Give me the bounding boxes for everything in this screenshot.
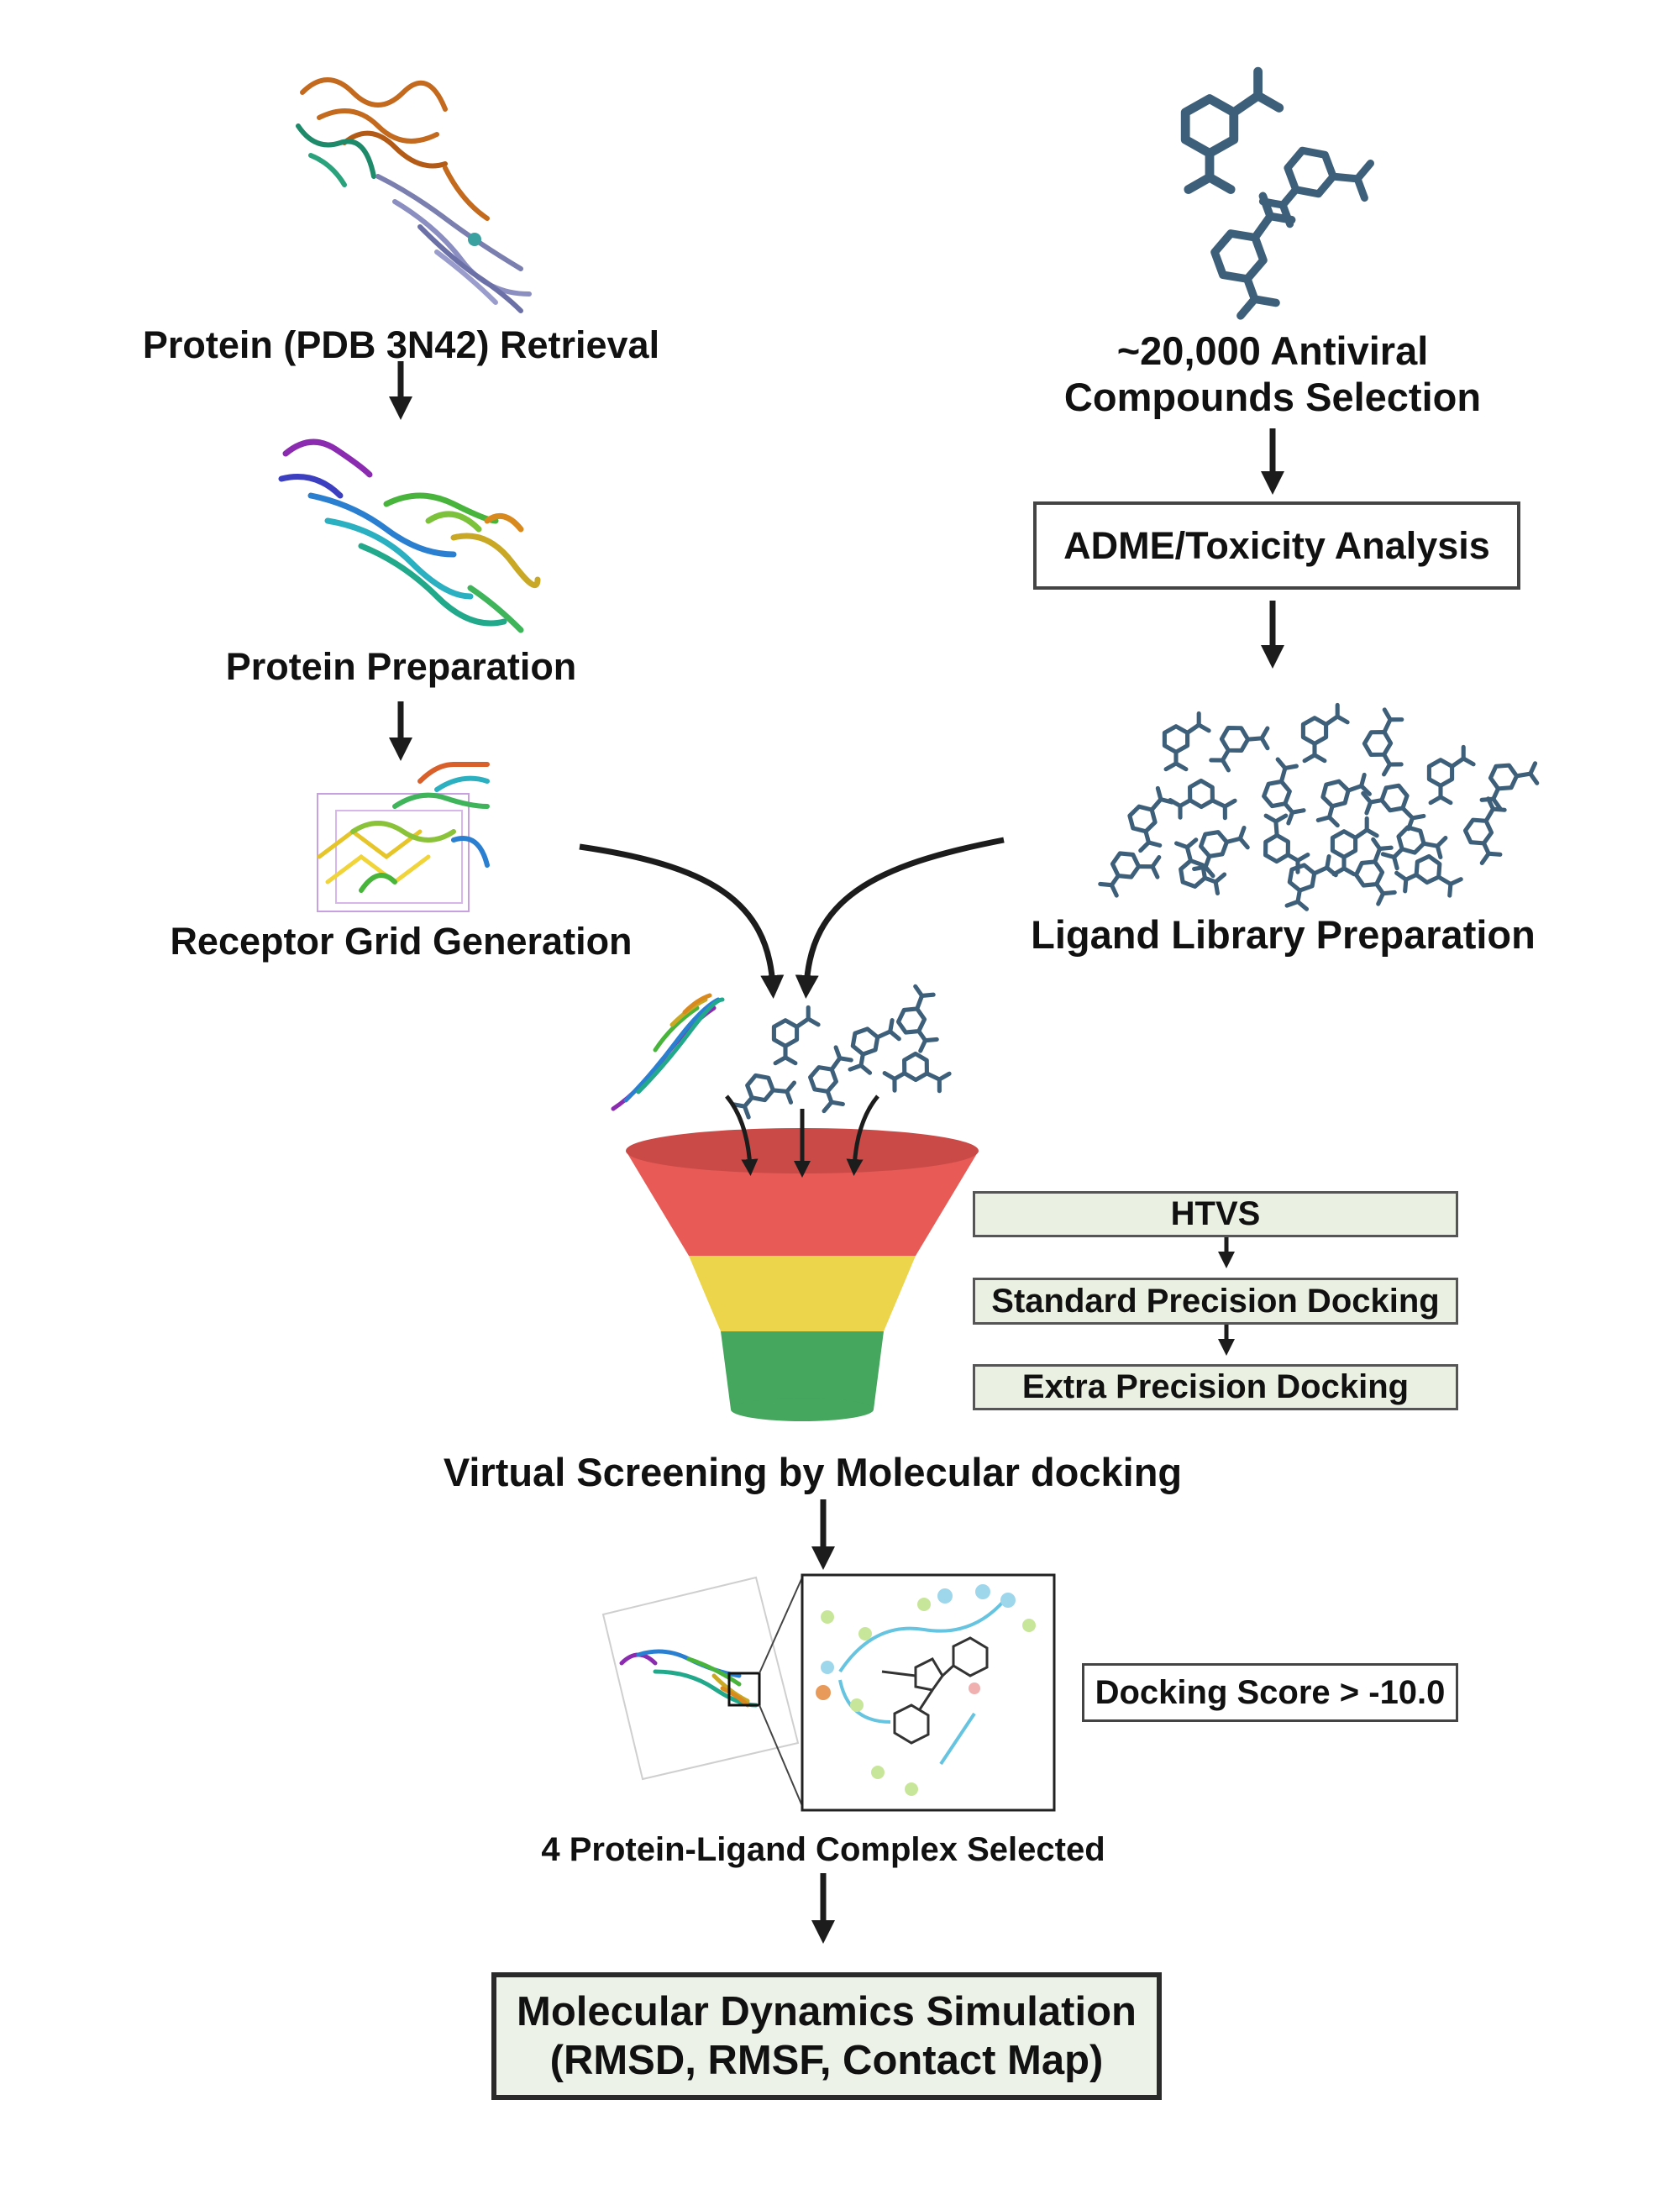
- htvs-stage-box: HTVS: [973, 1191, 1458, 1237]
- protein-structure-3n42-icon: [296, 77, 532, 313]
- interaction-diagram-icon: [801, 1573, 1056, 1812]
- xp-docking-label: Extra Precision Docking: [1021, 1368, 1410, 1405]
- compounds-label-line1: ~20,000 Antiviral: [1116, 328, 1429, 373]
- protein-preparation-label: Protein Preparation: [225, 645, 577, 688]
- funnel-icon: [626, 1128, 979, 1421]
- protein-retrieval-label: Protein (PDB 3N42) Retrieval: [142, 323, 660, 366]
- virtual-screening-label: Virtual Screening by Molecular docking: [443, 1450, 1183, 1494]
- receptor-grid-label: Receptor Grid Generation: [170, 920, 633, 963]
- prepared-protein-icon: [278, 438, 541, 633]
- complex-selected-label: 4 Protein-Ligand Complex Selected: [541, 1831, 1105, 1868]
- docking-inputs-icon: [611, 981, 956, 1132]
- docking-score-label: Docking Score > -10.0: [1095, 1673, 1446, 1711]
- sp-docking-stage-box: Standard Precision Docking: [973, 1278, 1458, 1325]
- xp-docking-stage-box: Extra Precision Docking: [973, 1364, 1458, 1410]
- complex-overview-icon: [601, 1576, 803, 1807]
- compounds-label-line2: Compounds Selection: [1063, 375, 1482, 419]
- docking-score-box: Docking Score > -10.0: [1082, 1663, 1458, 1722]
- md-simulation-line2: (RMSD, RMSF, Contact Map): [549, 2038, 1104, 2083]
- md-simulation-line1: Molecular Dynamics Simulation: [517, 1989, 1137, 2034]
- adme-toxicity-box: ADME/Toxicity Analysis: [1033, 501, 1520, 590]
- htvs-label: HTVS: [1170, 1195, 1261, 1232]
- md-simulation-box: Molecular Dynamics Simulation (RMSD, RMS…: [491, 1972, 1162, 2100]
- arrows-into-funnel: [725, 1095, 879, 1178]
- receptor-grid-protein-icon: [317, 762, 490, 912]
- sp-docking-label: Standard Precision Docking: [991, 1282, 1440, 1320]
- ligand-library-icon: [1099, 705, 1544, 913]
- antiviral-compounds-icon: [1185, 71, 1383, 317]
- ligand-library-label: Ligand Library Preparation: [1031, 912, 1536, 957]
- adme-toxicity-label: ADME/Toxicity Analysis: [1063, 523, 1490, 567]
- converging-arrows: [579, 837, 1005, 999]
